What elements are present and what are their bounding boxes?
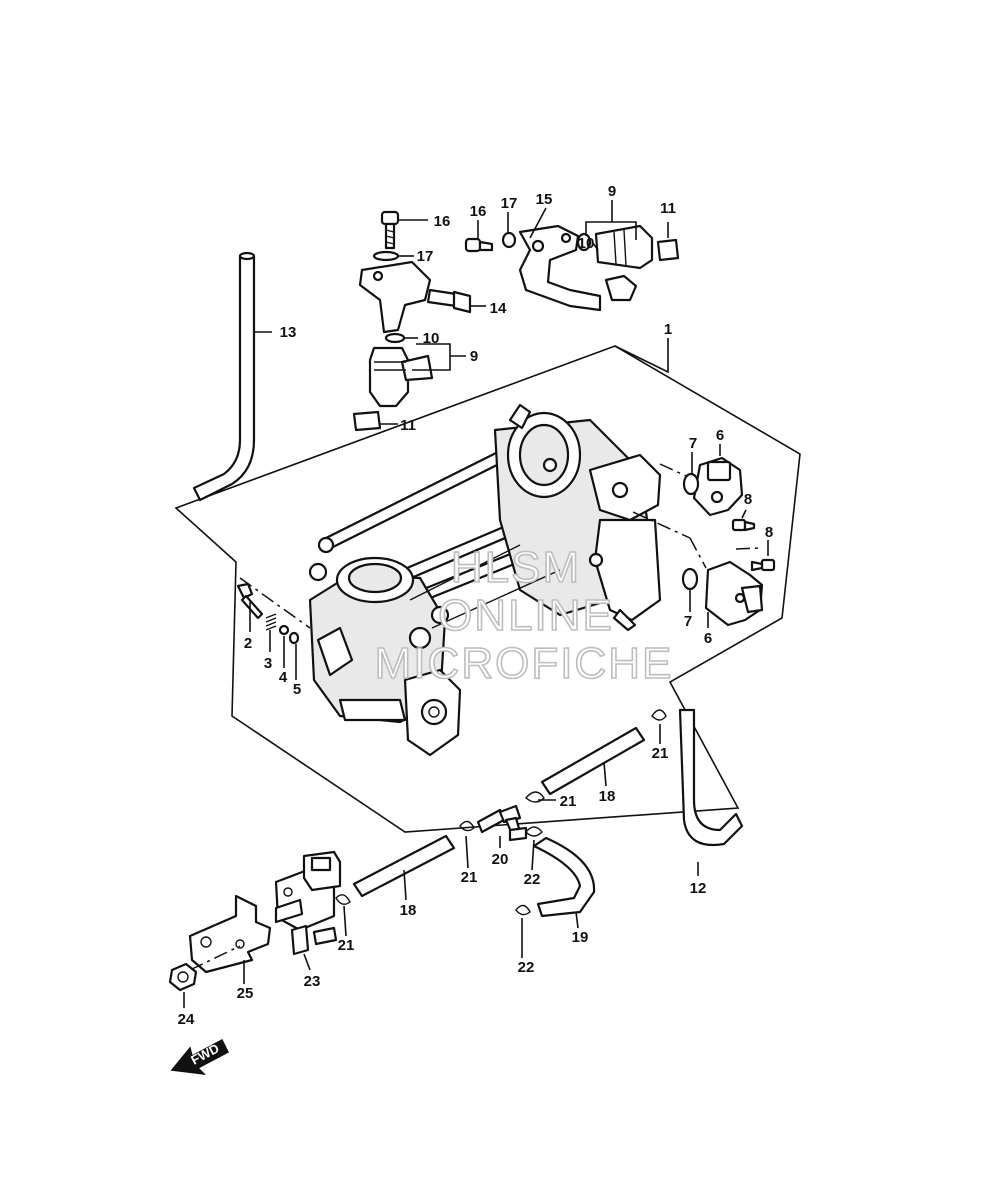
callout-6-lower: 6 [704,630,712,647]
callout-12: 12 [690,880,707,897]
o-ring-7-lower [681,567,699,591]
callout-16-left: 16 [434,213,451,230]
callout-17-left: 17 [417,248,434,265]
seal-11-left [352,410,382,432]
callout-6-upper: 6 [716,427,724,444]
callout-9-lower: 9 [470,348,478,365]
callout-24: 24 [178,1011,195,1028]
sensor-upper [692,456,744,517]
screw-16-right [464,237,494,253]
clip-21-c [459,820,475,832]
callout-21-c: 21 [461,869,478,886]
callout-4: 4 [279,669,288,686]
sensor-lower [704,560,764,627]
watermark: HLSM ONLINE MICROFICHE [374,542,674,689]
callout-9-upper: 9 [608,183,616,200]
washer-4 [278,624,290,636]
callout-18-upper: 18 [599,788,616,805]
o-ring-5 [288,631,300,645]
nut-24 [168,962,198,992]
callout-21-d: 21 [338,937,355,954]
hose-19 [532,836,596,918]
screw-8-lower [750,558,776,572]
callout-5: 5 [293,681,301,698]
watermark-line-3: MICROFICHE [375,639,674,688]
callout-15: 15 [536,191,553,208]
callout-13: 13 [280,324,297,341]
joint-20 [476,804,528,842]
hose-12 [678,708,744,847]
callout-7-upper: 7 [689,435,697,452]
callout-14: 14 [490,300,507,317]
callout-25: 25 [237,985,254,1002]
spring-3 [265,613,277,631]
o-ring-17-left [372,250,400,262]
callout-18-lower: 18 [400,902,417,919]
bracket-hole-2 [235,939,245,949]
callout-21-a: 21 [652,745,669,762]
clip-22-b [515,904,531,916]
callout-16-right: 16 [470,203,487,220]
callout-1: 1 [664,321,672,338]
screw-16-left [380,210,400,250]
bracket-hole-1 [200,936,212,948]
callout-23: 23 [304,973,321,990]
screw-2 [236,582,264,620]
callout-19: 19 [572,929,589,946]
callout-20: 20 [492,851,509,868]
callout-11-lower: 11 [400,417,416,434]
callout-8-upper: 8 [744,491,752,508]
injector-9-left [368,346,434,408]
o-ring-10-right [576,232,592,252]
throttle-body-assembly [308,403,662,757]
callout-2: 2 [244,635,252,652]
callout-8-lower: 8 [765,524,773,541]
hose-18-lower [352,834,456,898]
hose-13 [192,254,256,502]
solenoid-valve-23 [274,850,342,956]
fuel-pipe-14 [358,260,472,334]
callout-7-lower: 7 [684,613,692,630]
fwd-arrow: FWD [170,1038,229,1076]
callout-22-a: 22 [524,871,541,888]
assembly-frame [174,345,801,833]
callout-17-right: 17 [501,195,518,212]
clip-21-d [335,894,351,905]
injector-9-right [594,224,654,302]
clip-22-a [525,826,543,837]
callout-21-b: 21 [560,793,577,810]
callout-22-b: 22 [518,959,535,976]
callout-11-upper: 11 [660,200,676,217]
bracket-25 [188,894,272,974]
callout-3: 3 [264,655,272,672]
watermark-line-1: HLSM [451,543,581,592]
screw-8-upper [731,518,756,532]
callout-10-upper: 10 [578,235,595,252]
seal-11-right [656,238,680,262]
callout-10-lower: 10 [423,330,440,347]
o-ring-7-upper [682,472,700,496]
clip-21-b [525,791,545,803]
o-ring-10-left [384,332,406,344]
clip-21-a [651,709,667,721]
leader-lines [183,200,769,1008]
hose-18-upper [540,726,646,796]
o-ring-17-right [501,231,517,249]
watermark-line-2: ONLINE [438,591,614,640]
